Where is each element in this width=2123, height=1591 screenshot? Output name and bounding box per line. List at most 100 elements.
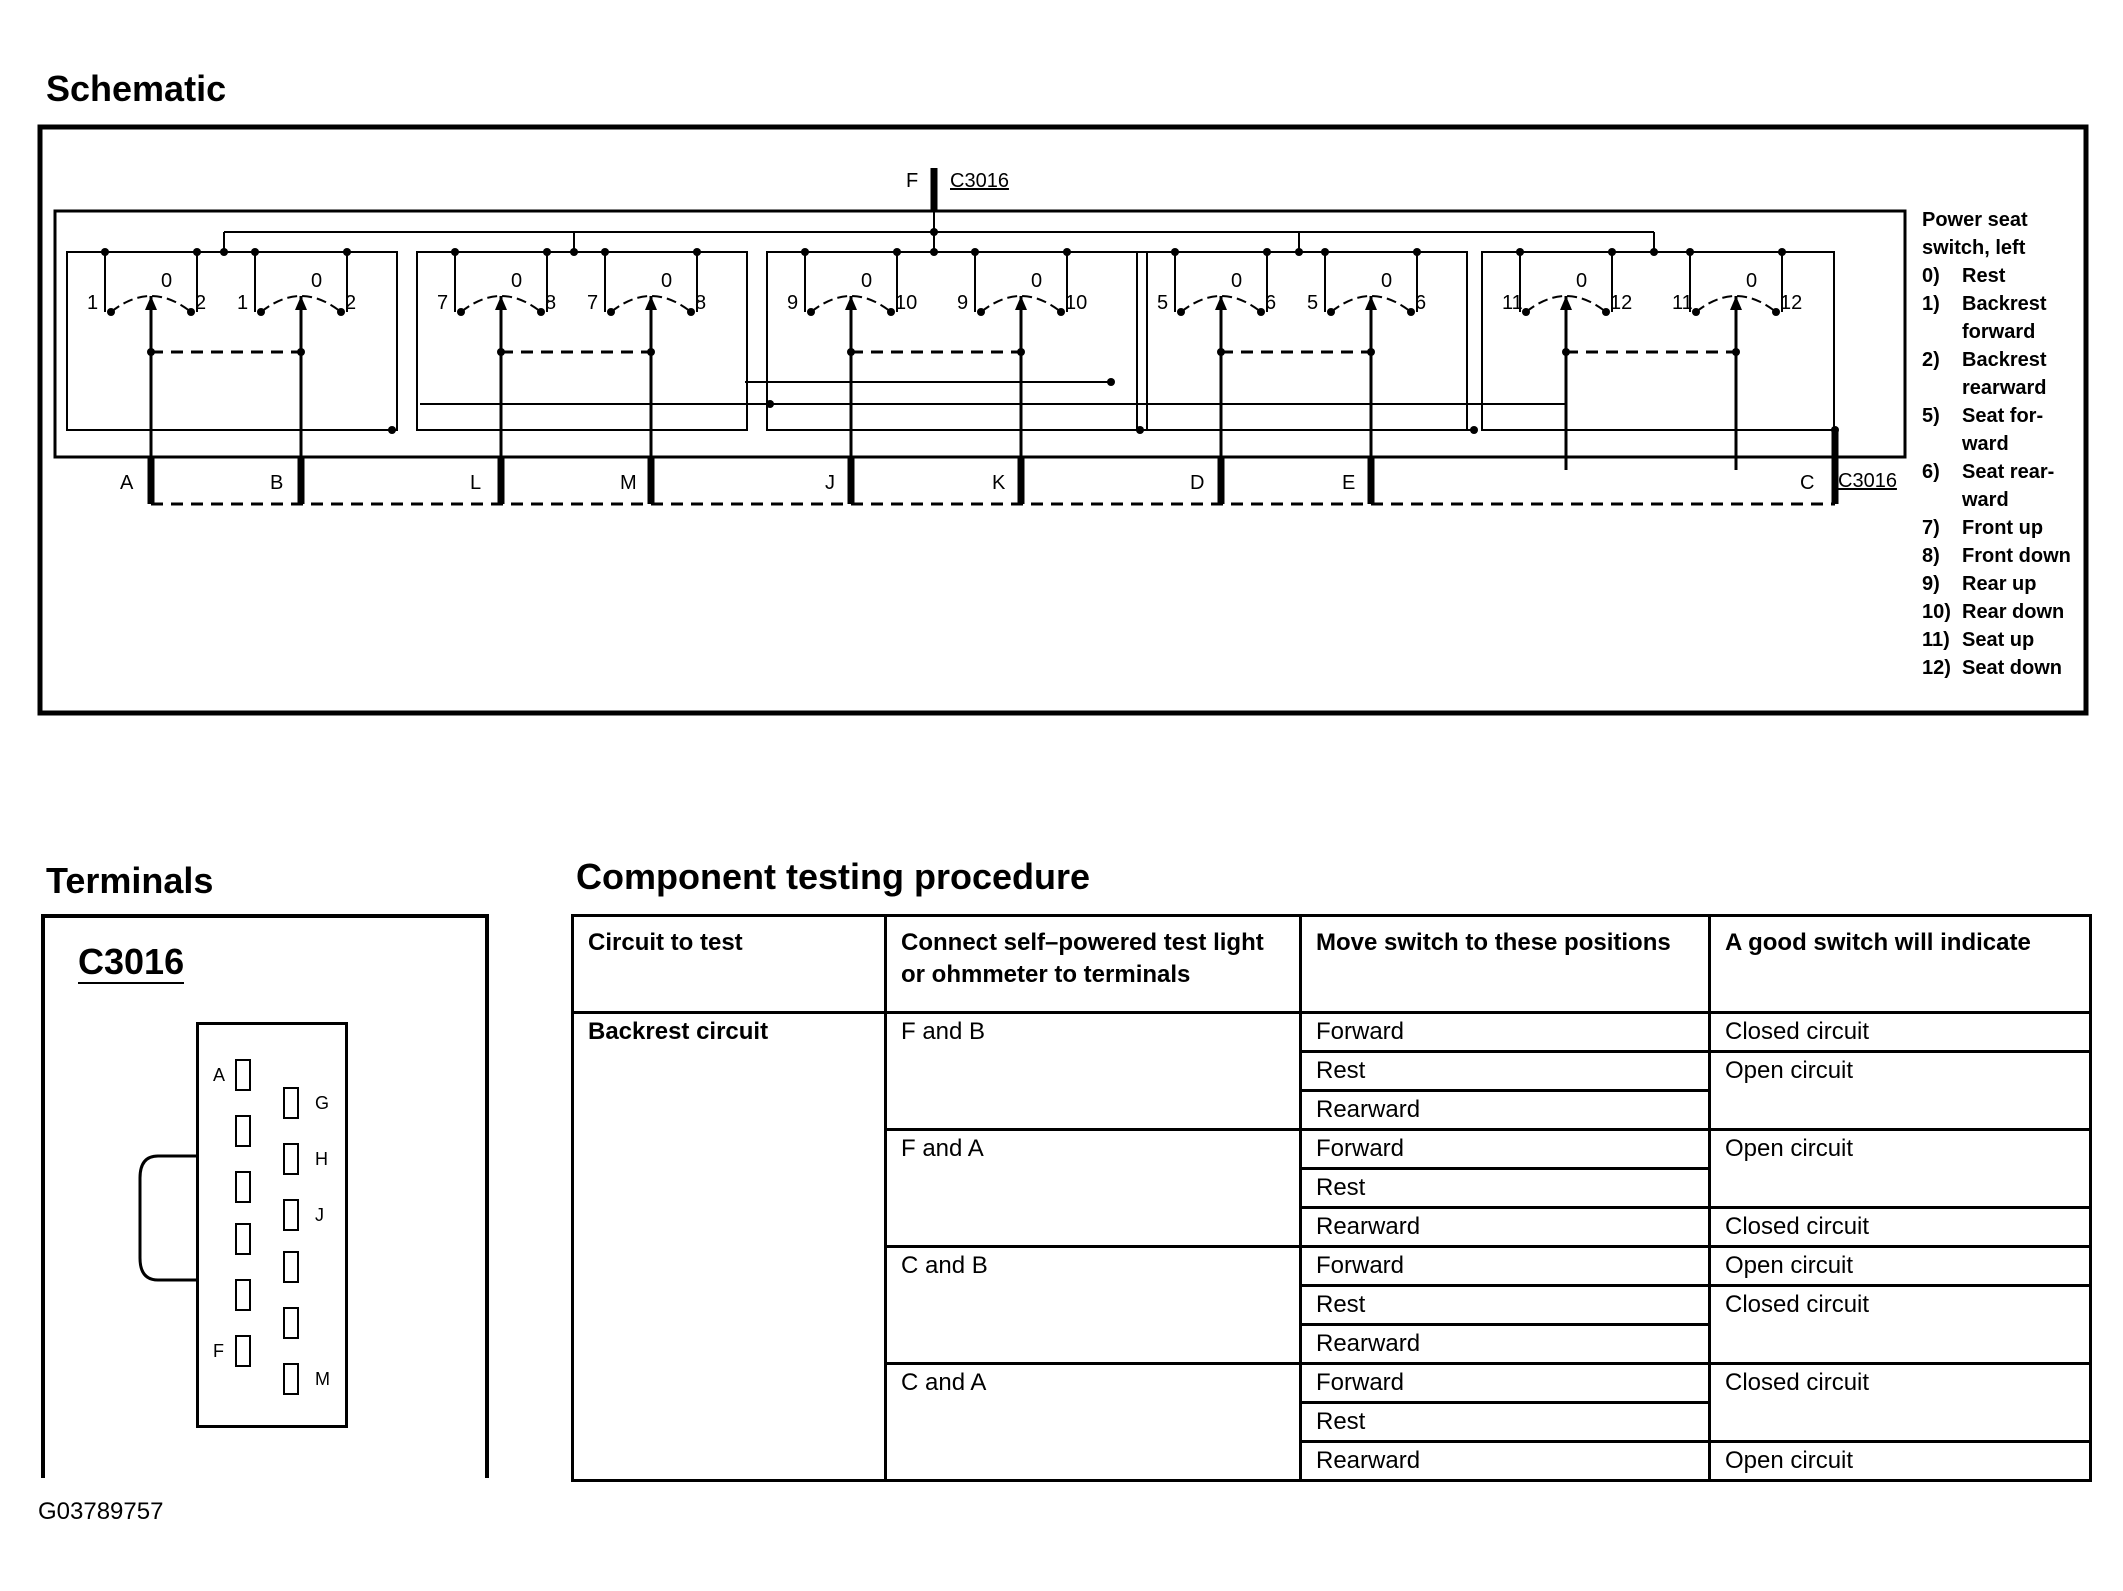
pin (283, 1307, 299, 1339)
switch-position-label: 0 (861, 270, 873, 292)
switch-position-label: 0 (311, 270, 323, 292)
junction-dot (766, 400, 774, 408)
legend-item-text: Seat for- ward (1962, 405, 2044, 455)
junction-dot (971, 248, 979, 256)
terminals-cell: F and A (884, 1128, 1302, 1248)
legend-item: 5)Seat for- ward (1922, 402, 2092, 458)
junction-dot (1413, 248, 1421, 256)
legend-item-text: Rear down (1962, 601, 2065, 623)
switch-contact-arc (460, 295, 542, 313)
pin-label-m: M (315, 1369, 330, 1389)
junction-dot (1778, 248, 1786, 256)
result-cell: Closed circuit (1708, 1284, 2092, 1365)
legend-item-number: 1) (1922, 293, 1940, 315)
switch-contact (1327, 308, 1335, 316)
switch-position-label: 8 (695, 292, 707, 314)
table-row: Rearward (573, 1089, 2091, 1131)
switch-position-label: 10 (1065, 292, 1088, 314)
position-cell: Forward (1299, 1011, 1711, 1053)
result-cell: Open circuit (1708, 1128, 2092, 1209)
switch-position-label: 0 (661, 270, 673, 292)
switch-contact (807, 308, 815, 316)
switch-contact (687, 308, 695, 316)
junction-dot (1217, 348, 1225, 356)
pin-j (283, 1199, 299, 1231)
position-cell: Rearward (1299, 1206, 1711, 1248)
legend-item-text: Backrest rearward (1962, 349, 2047, 399)
legend-item: 2)Backrest rearward (1922, 346, 2092, 402)
switch-position-label: 8 (545, 292, 557, 314)
pin-h (283, 1143, 299, 1175)
top-terminal-label: F (906, 170, 919, 192)
bottom-connector-id: C3016 (1838, 470, 1897, 492)
switch-position-label: 9 (787, 292, 799, 314)
switch-position-label: 0 (1231, 270, 1243, 292)
junction-dot (451, 248, 459, 256)
position-cell: Rearward (1299, 1440, 1711, 1482)
switch-position-label: 5 (1157, 292, 1169, 314)
junction-dot (193, 248, 201, 256)
switch-contact (1407, 308, 1415, 316)
legend-title: Power seat switch, left (1922, 209, 2028, 259)
junction-dot (1017, 348, 1025, 356)
junction-dot (1063, 248, 1071, 256)
terminals-cell: C and A (884, 1362, 1302, 1482)
junction-dot (343, 248, 351, 256)
junction-dot (251, 248, 259, 256)
pin-f (235, 1335, 251, 1367)
legend-item-text: Front down (1962, 545, 2071, 567)
switch-position-label: 0 (1381, 270, 1393, 292)
legend-item-number: 7) (1922, 517, 1940, 539)
position-cell: Rest (1299, 1401, 1711, 1443)
junction-dot (497, 348, 505, 356)
terminals-cell: C and B (884, 1245, 1302, 1365)
pin-label-f: F (213, 1341, 224, 1361)
pin-label-a: A (213, 1065, 226, 1085)
pin (235, 1115, 251, 1147)
switch-contact (1057, 308, 1065, 316)
switch-position-label: 12 (1780, 292, 1803, 314)
switch-contact-arc (1525, 295, 1607, 313)
terminal-label: E (1342, 472, 1356, 494)
document-id: G03789757 (38, 1498, 164, 1525)
legend-item: 0)Rest (1922, 262, 2092, 290)
switch-position-label: 0 (511, 270, 523, 292)
legend-item: 7)Front up (1922, 514, 2092, 542)
switch-position-label: 1 (87, 292, 99, 314)
switch-contact (887, 308, 895, 316)
terminals-heading: Terminals (46, 860, 214, 901)
switch-position-label: 12 (1610, 292, 1633, 314)
junction-dot (647, 348, 655, 356)
legend-item: 1)Backrest forward (1922, 290, 2092, 346)
switch-contact (1257, 308, 1265, 316)
terminal-label: K (992, 472, 1006, 494)
switch-position-label: 5 (1307, 292, 1319, 314)
testing-heading: Component testing procedure (576, 856, 1091, 897)
position-cell: Rest (1299, 1050, 1711, 1092)
terminal-label: J (825, 472, 835, 494)
switch-contact-arc (110, 295, 192, 313)
terminal-label: D (1190, 472, 1205, 494)
switch-position-label: 11 (1672, 292, 1693, 314)
junction-dot (1171, 248, 1179, 256)
junction-dot (1263, 248, 1271, 256)
junction-dot (1470, 426, 1478, 434)
terminal-label: B (270, 472, 284, 494)
switch-position-label: 2 (195, 292, 207, 314)
junction-dot (1608, 248, 1616, 256)
connector-latch (138, 1154, 196, 1282)
switch-contact (187, 308, 195, 316)
testing-table: Circuit to test Connect self–powered tes… (571, 914, 2092, 1482)
switch-position-label: 6 (1265, 292, 1277, 314)
junction-dot (1686, 248, 1694, 256)
legend-item-number: 12) (1922, 657, 1951, 679)
pin (235, 1223, 251, 1255)
result-cell: Open circuit (1708, 1440, 2092, 1482)
legend-item: 8)Front down (1922, 542, 2092, 570)
result-cell: Closed circuit (1708, 1206, 2092, 1248)
legend-item-number: 10) (1922, 601, 1951, 623)
legend-item-text: Seat down (1962, 657, 2063, 679)
